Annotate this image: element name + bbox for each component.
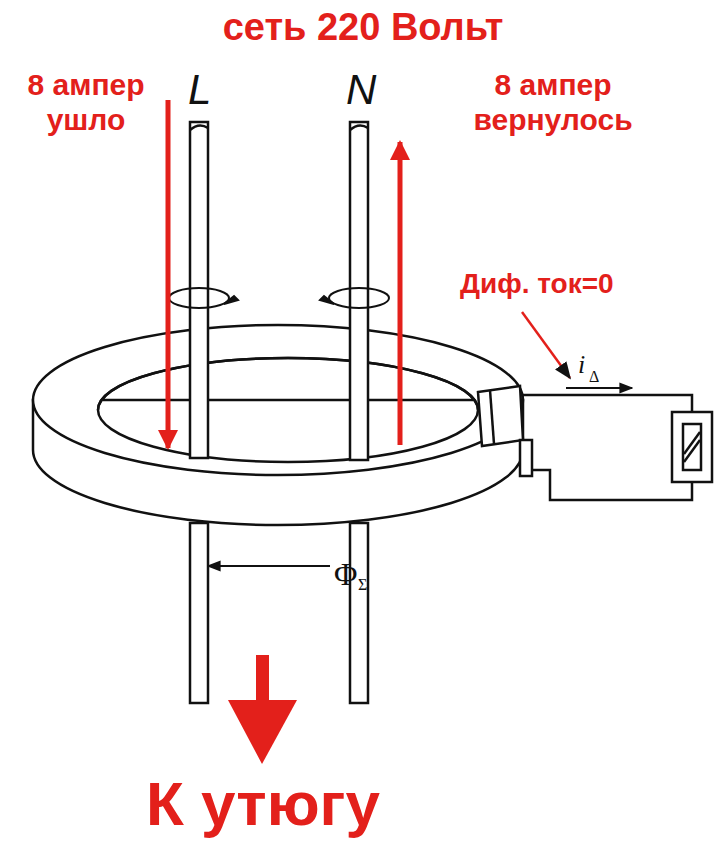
subscript: Σ (358, 576, 367, 594)
current-note: 8 ампер ушло (0, 68, 172, 137)
secondary-circuit (520, 395, 712, 500)
flux-arrow (208, 565, 330, 567)
flux-symbol: Φ (334, 556, 357, 593)
conductor-wires (190, 122, 368, 703)
line-letter: L (188, 66, 211, 114)
current-symbol: i (578, 350, 585, 380)
secondary-winding (478, 386, 532, 476)
current-arrow (566, 387, 632, 389)
load-label: К утюгу (146, 768, 380, 839)
title: сеть 220 Вольт (0, 6, 726, 49)
load-arrow (228, 655, 297, 764)
leader-arrow (522, 312, 570, 378)
field-loops (169, 288, 389, 308)
outgoing-current-arrow (166, 100, 171, 448)
current-note: 8 ампер вернулось (418, 68, 688, 137)
line-letter: N (346, 66, 376, 114)
subscript: Δ (589, 368, 599, 386)
diff-current-note: Диф. ток=0 (460, 268, 614, 300)
return-current-arrow (398, 142, 403, 445)
toroidal-core (33, 325, 523, 525)
